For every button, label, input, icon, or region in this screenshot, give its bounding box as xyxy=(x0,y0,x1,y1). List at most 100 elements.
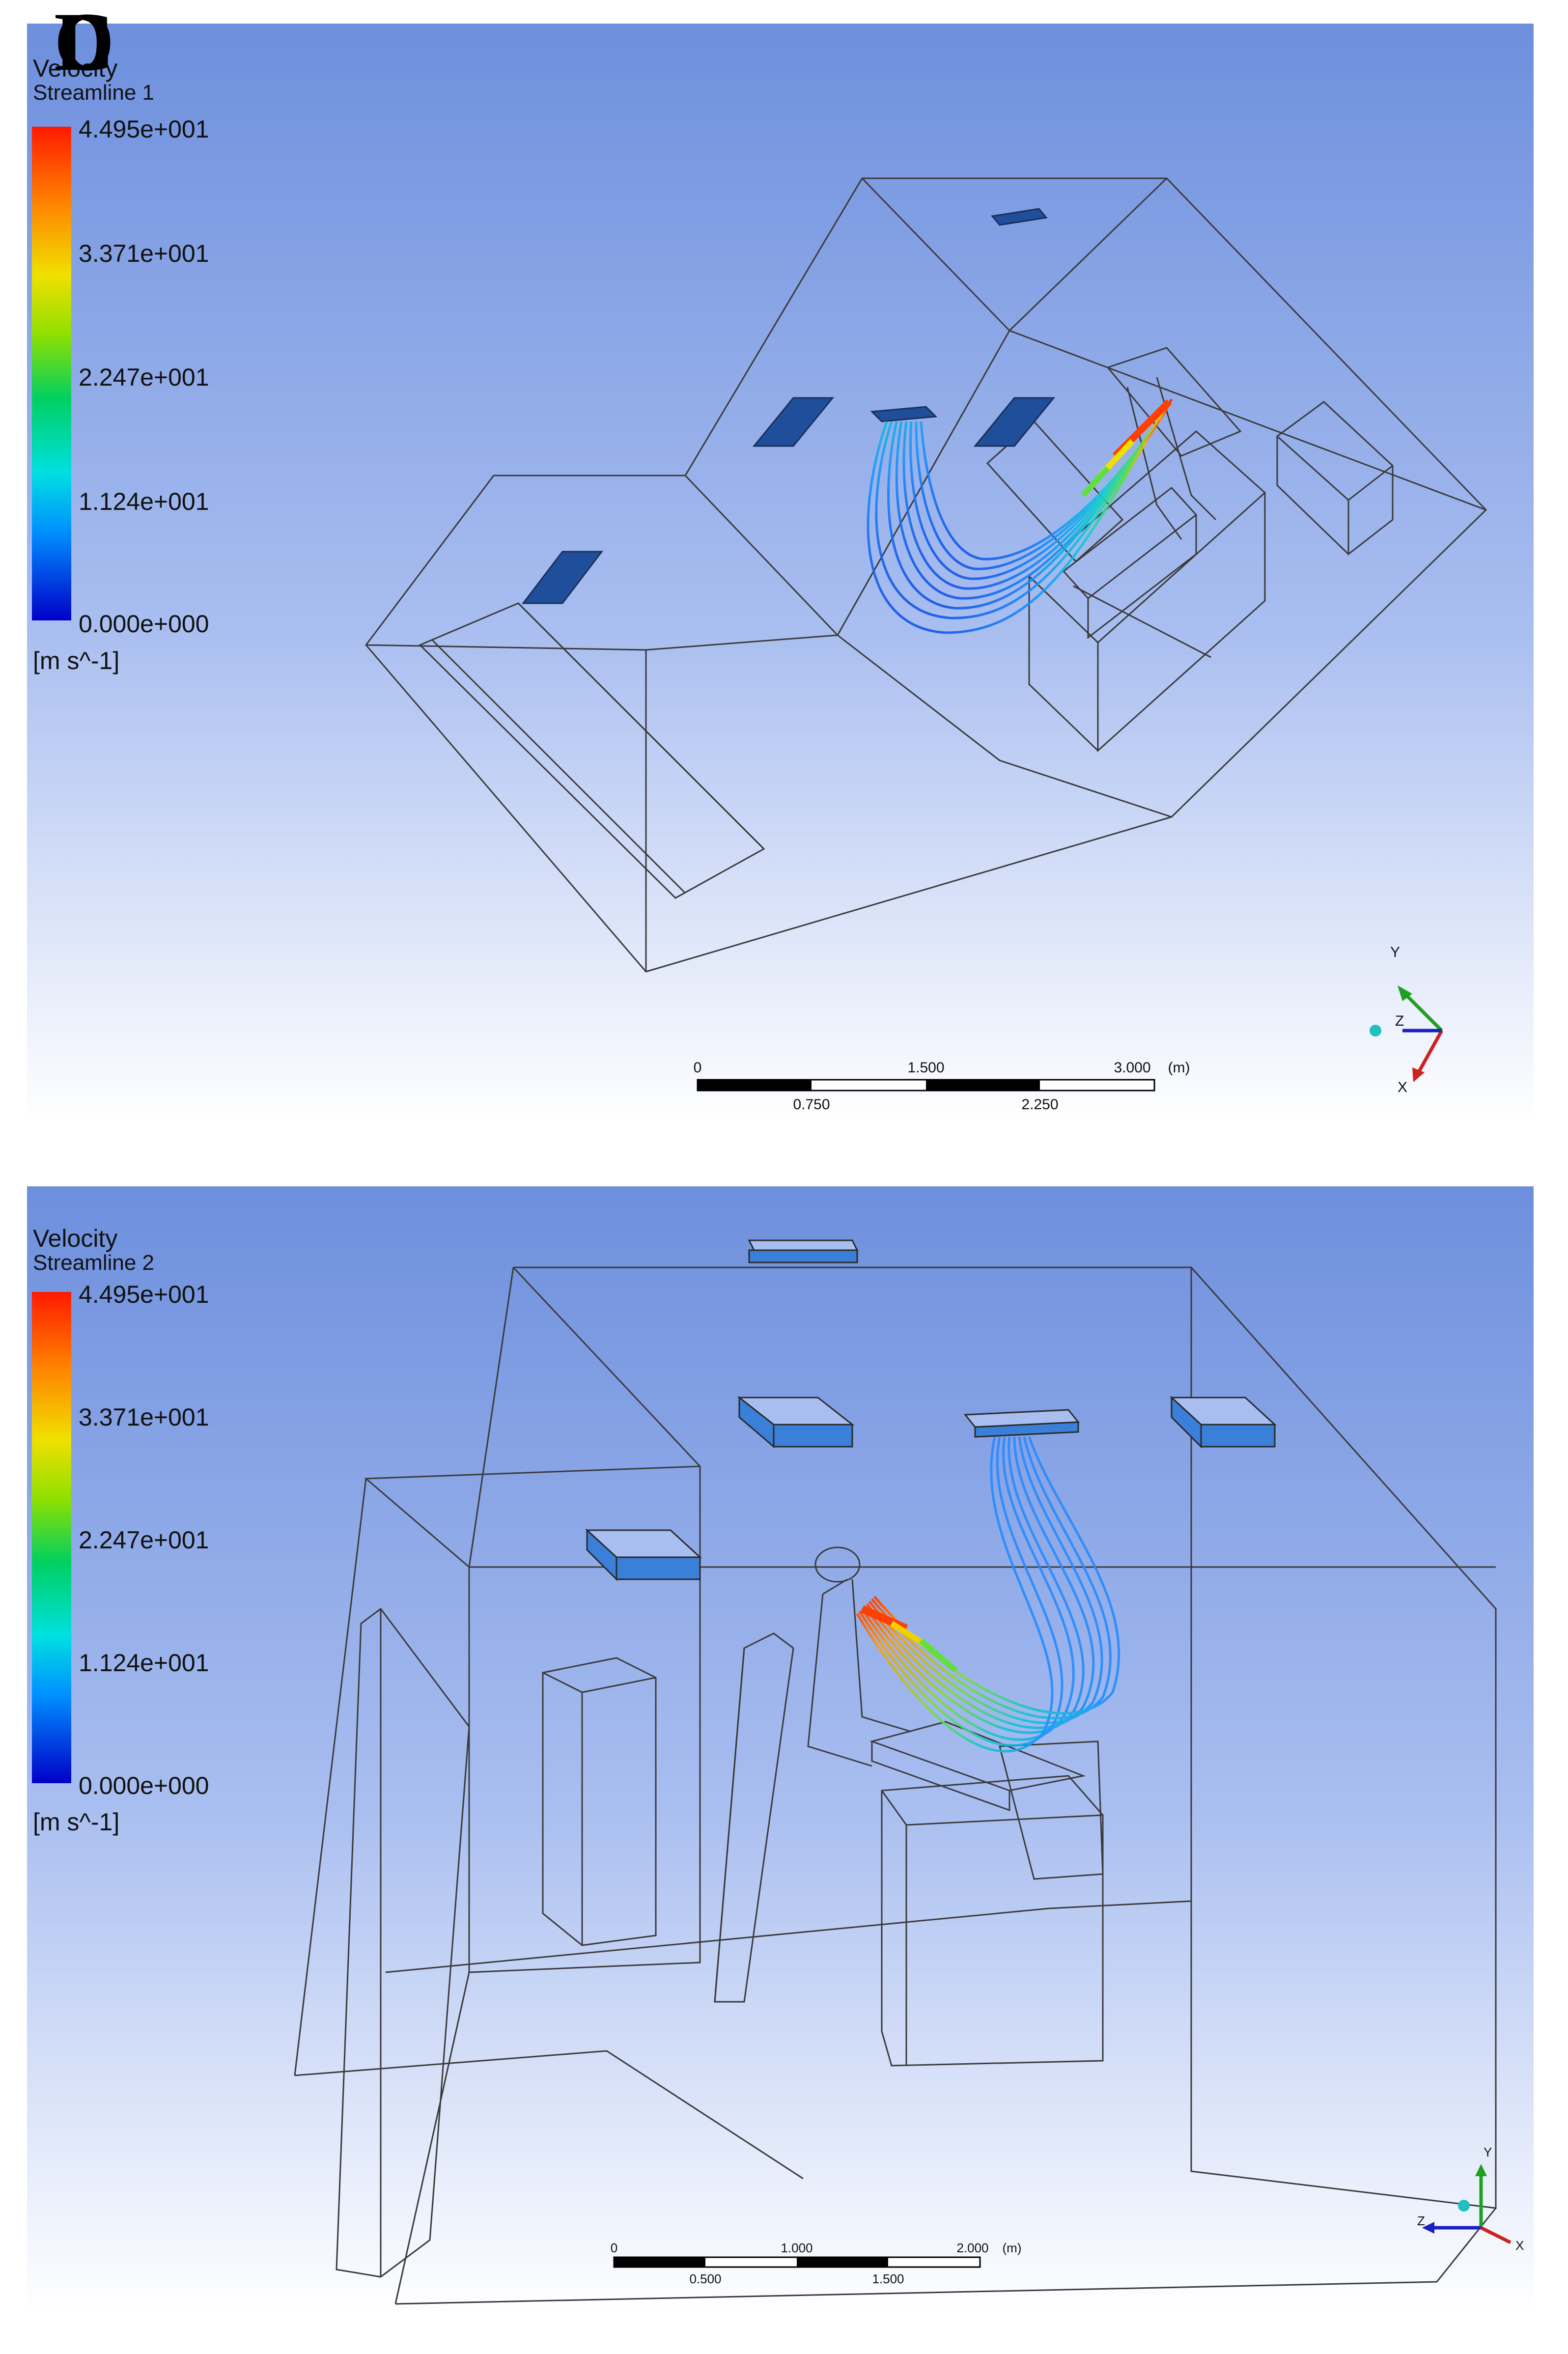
legend-title: Velocity xyxy=(33,1225,118,1252)
streamline xyxy=(871,1436,1112,1719)
room-edge xyxy=(1008,177,1168,332)
scale-label: 0 xyxy=(694,1060,702,1076)
chair-edge xyxy=(851,1579,912,1733)
furniture-edge xyxy=(1028,576,1099,752)
door-edge xyxy=(431,639,686,894)
legend-tick-min: 0.000e+000 xyxy=(79,1772,209,1799)
cabinet-edge xyxy=(1347,466,1394,556)
legend-tick: 2.247e+001 xyxy=(79,364,209,391)
table-edge xyxy=(1087,515,1197,640)
streamline xyxy=(875,416,1163,619)
room-edge xyxy=(395,2208,1497,2305)
scale-label: 2.250 xyxy=(1021,1096,1058,1113)
scale-label: 3.000 xyxy=(1114,1060,1150,1076)
axis-triad: Y Z X xyxy=(1370,944,1444,1095)
ceiling-vent xyxy=(738,1396,775,1449)
door-frame xyxy=(336,1607,470,2278)
ceiling-vent xyxy=(1200,1424,1276,1448)
cabinet-box xyxy=(1276,401,1394,501)
ceiling-vent xyxy=(616,1556,701,1580)
pillar-edge xyxy=(714,1648,745,2002)
legend-colorbar xyxy=(32,127,71,620)
streamline xyxy=(895,408,1168,600)
axis-label-z: Z xyxy=(1417,2214,1425,2228)
panel-c: Velocity Streamline 1 4.495e+001 3.371e+… xyxy=(27,24,1534,1124)
furniture-edge xyxy=(542,1672,656,1693)
streamline xyxy=(920,398,1173,560)
cabinet-box xyxy=(999,1740,1104,1880)
legend-tick: 1.124e+001 xyxy=(79,488,209,515)
streamline-bundle xyxy=(867,398,1173,634)
pillar xyxy=(714,1632,794,2003)
scale-label: 0.500 xyxy=(689,2271,721,2286)
scale-label: 0.750 xyxy=(793,1096,830,1113)
scale-unit: (m) xyxy=(1003,2241,1022,2255)
room-edge xyxy=(512,1266,701,1467)
supply-vent xyxy=(974,1421,1079,1438)
chair-edge xyxy=(822,1578,848,1595)
room-edge xyxy=(645,475,840,651)
cabinet-edge xyxy=(1276,436,1349,555)
background-gradient xyxy=(27,1186,1534,2314)
scale-bar: 0 1.500 3.000 (m) 0.750 2.250 xyxy=(694,1060,1190,1113)
scale-unit: (m) xyxy=(1168,1060,1190,1076)
streamline-bundle xyxy=(856,1436,1120,1753)
ceiling-vent xyxy=(586,1528,617,1581)
chair-edge xyxy=(807,1594,872,1767)
chair-head xyxy=(814,1546,861,1583)
door-edge xyxy=(517,602,765,850)
streamline xyxy=(858,1436,1064,1747)
ceiling-vent xyxy=(752,397,835,447)
scale-label: 2.000 xyxy=(956,2241,988,2255)
legend-tick-max: 4.495e+001 xyxy=(79,115,209,143)
legend-tick: 3.371e+001 xyxy=(79,1403,209,1431)
streamline xyxy=(873,1436,1120,1715)
scale-label: 1.000 xyxy=(781,2241,812,2255)
jet-segment xyxy=(1081,466,1110,498)
streamline xyxy=(868,1436,1103,1724)
furniture-box xyxy=(542,1657,657,1946)
axis-triad: Y Z X xyxy=(1417,2145,1524,2253)
panel-label-c: C xyxy=(54,0,114,88)
ceiling-vent xyxy=(991,208,1048,226)
room-edge xyxy=(294,1478,367,2076)
room-edge xyxy=(837,634,1172,818)
streamline xyxy=(863,1436,1085,1734)
room-outline xyxy=(365,177,1487,973)
axis-label-x: X xyxy=(1398,1079,1407,1095)
scale-label: 0 xyxy=(611,2241,617,2255)
table-edge xyxy=(871,1741,1010,1812)
room-edge xyxy=(385,1900,1192,1973)
streamline xyxy=(867,418,1161,634)
panel-label-d: D xyxy=(54,0,114,88)
ceiling-vent xyxy=(521,551,604,604)
ceiling-vent xyxy=(1171,1396,1202,1449)
legend-tick-min: 0.000e+000 xyxy=(79,610,209,638)
table-top xyxy=(869,1721,1086,1792)
room-edge xyxy=(394,1972,470,2304)
streamline xyxy=(866,1436,1095,1729)
ceiling-vent-frame xyxy=(748,1239,859,1251)
furniture-edge xyxy=(881,1790,1103,1826)
ceiling-vent xyxy=(973,397,1056,447)
legend-tick: 3.371e+001 xyxy=(79,240,209,267)
legend-subtitle: Streamline 2 xyxy=(33,1251,155,1275)
room-edge xyxy=(1009,330,1486,511)
scale-bar: 0 1.000 2.000 (m) 0.500 1.500 xyxy=(611,2241,1022,2286)
streamline xyxy=(902,406,1169,590)
ceiling-vent xyxy=(773,1424,853,1448)
legend-tick-max: 4.495e+001 xyxy=(79,1281,209,1308)
room-wing xyxy=(364,1465,701,1973)
supply-vent xyxy=(870,406,938,422)
streamline xyxy=(887,411,1166,610)
legend-colorbar xyxy=(32,1292,71,1783)
streamline xyxy=(909,403,1171,580)
background-gradient xyxy=(27,24,1534,1124)
legend-unit: [m s^-1] xyxy=(33,1808,120,1836)
axis-label-y: Y xyxy=(1390,944,1400,960)
chair-edge xyxy=(1156,377,1217,521)
axis-label-z: Z xyxy=(1395,1013,1404,1029)
jet-segment xyxy=(919,1638,957,1673)
chair-edge xyxy=(1126,387,1182,540)
streamline xyxy=(856,1436,1054,1753)
